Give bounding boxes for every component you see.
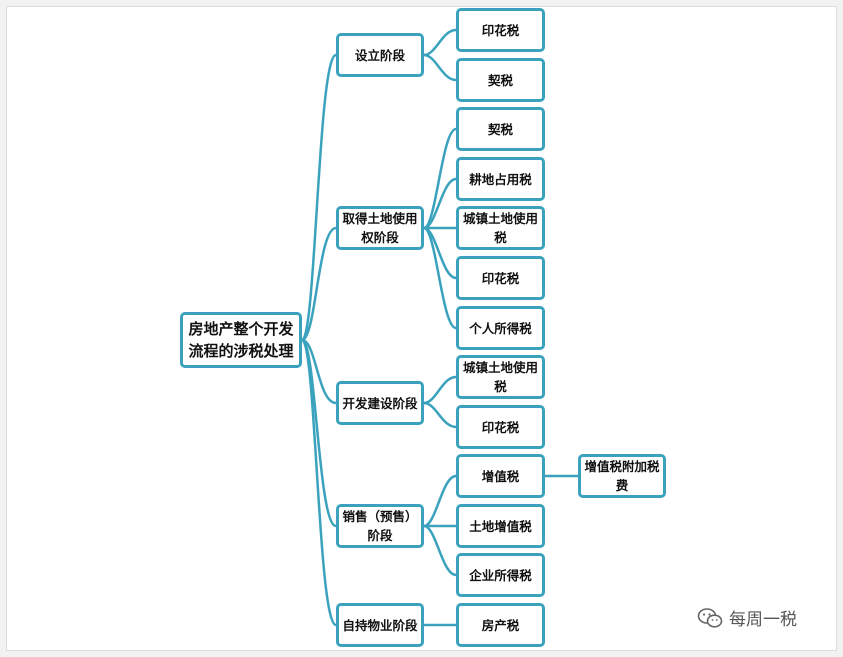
stage-node-construction: 开发建设阶段 [336, 381, 424, 425]
tax-node: 个人所得税 [456, 306, 545, 350]
stage-to-tax-line [423, 401, 457, 429]
stage-label: 销售（预售） [342, 509, 418, 524]
mindmap-canvas: 房地产整个开发流程的涉税处理 设立阶段 取得土地使用权阶段 开发建设阶段 销售（… [6, 6, 837, 651]
root-node: 房地产整个开发流程的涉税处理 [180, 312, 302, 368]
root-to-stage-line [300, 53, 338, 342]
stage-node-holding: 自持物业阶段 [336, 603, 424, 647]
tax-label: 印花税 [481, 270, 520, 286]
tax-label: 契税 [487, 121, 513, 137]
tax-label: 城镇土地使用 [462, 360, 538, 375]
stage-to-tax-line [423, 474, 457, 528]
surcharge-label: 费 [615, 478, 629, 493]
stage-to-tax-line [423, 127, 457, 230]
stage-to-tax-line [423, 524, 457, 577]
tax-node: 契税 [456, 58, 545, 102]
tax-label: 个人所得税 [469, 320, 532, 336]
stage-to-tax-line [423, 375, 457, 405]
tax-label: 印花税 [481, 22, 520, 38]
root-label-line2: 流程的涉税处理 [188, 342, 294, 360]
root-to-stage-line [300, 338, 338, 627]
surcharge-label: 增值税附加税 [584, 459, 660, 474]
surcharge-node: 增值税附加税费 [578, 454, 666, 498]
tax-node: 印花税 [456, 405, 545, 449]
wechat-icon [697, 607, 723, 628]
stage-to-tax-line [423, 28, 457, 57]
stage-to-tax-line [423, 177, 457, 230]
tax-label: 税 [494, 379, 507, 394]
tax-node: 契税 [456, 107, 545, 151]
stage-label: 设立阶段 [354, 47, 405, 63]
stage-label: 开发建设阶段 [342, 395, 418, 411]
root-label-line1: 房地产整个开发 [188, 320, 294, 338]
tax-node: 增值税 [456, 454, 545, 498]
stage-node-land: 取得土地使用权阶段 [336, 206, 424, 250]
watermark: 每周一税 [697, 605, 797, 630]
tax-node: 印花税 [456, 256, 545, 300]
tax-label: 印花税 [481, 419, 520, 435]
stage-label: 取得土地使用 [342, 211, 418, 226]
tax-node: 城镇土地使用税 [456, 355, 545, 399]
tax-node: 土地增值税 [456, 504, 545, 548]
tax-label: 土地增值税 [469, 518, 532, 534]
stage-label: 自持物业阶段 [342, 617, 418, 633]
watermark-text: 每周一税 [729, 610, 797, 630]
tax-label: 企业所得税 [469, 567, 532, 583]
tax-label: 城镇土地使用 [462, 211, 538, 226]
tax-node: 印花税 [456, 8, 545, 52]
stage-label: 权阶段 [361, 230, 399, 245]
root-to-stage-line [301, 226, 337, 342]
tax-node: 房产税 [456, 603, 545, 647]
stage-node-sales: 销售（预售） 阶段 [336, 504, 424, 548]
tax-label: 契税 [487, 72, 513, 88]
stage-to-tax-line [423, 226, 457, 330]
root-to-stage-line [301, 338, 337, 405]
stage-label: 阶段 [367, 528, 393, 543]
stage-node-setup: 设立阶段 [336, 33, 424, 77]
tax-node: 企业所得税 [456, 553, 545, 597]
tax-node: 耕地占用税 [456, 157, 545, 201]
tax-node: 城镇土地使用税 [456, 206, 545, 250]
tax-label: 增值税 [481, 468, 520, 484]
stage-to-tax-line [423, 53, 457, 82]
connector-lines [300, 28, 578, 627]
tax-label: 税 [494, 230, 507, 245]
tax-label: 房产税 [481, 617, 520, 633]
tax-label: 耕地占用税 [469, 171, 532, 187]
